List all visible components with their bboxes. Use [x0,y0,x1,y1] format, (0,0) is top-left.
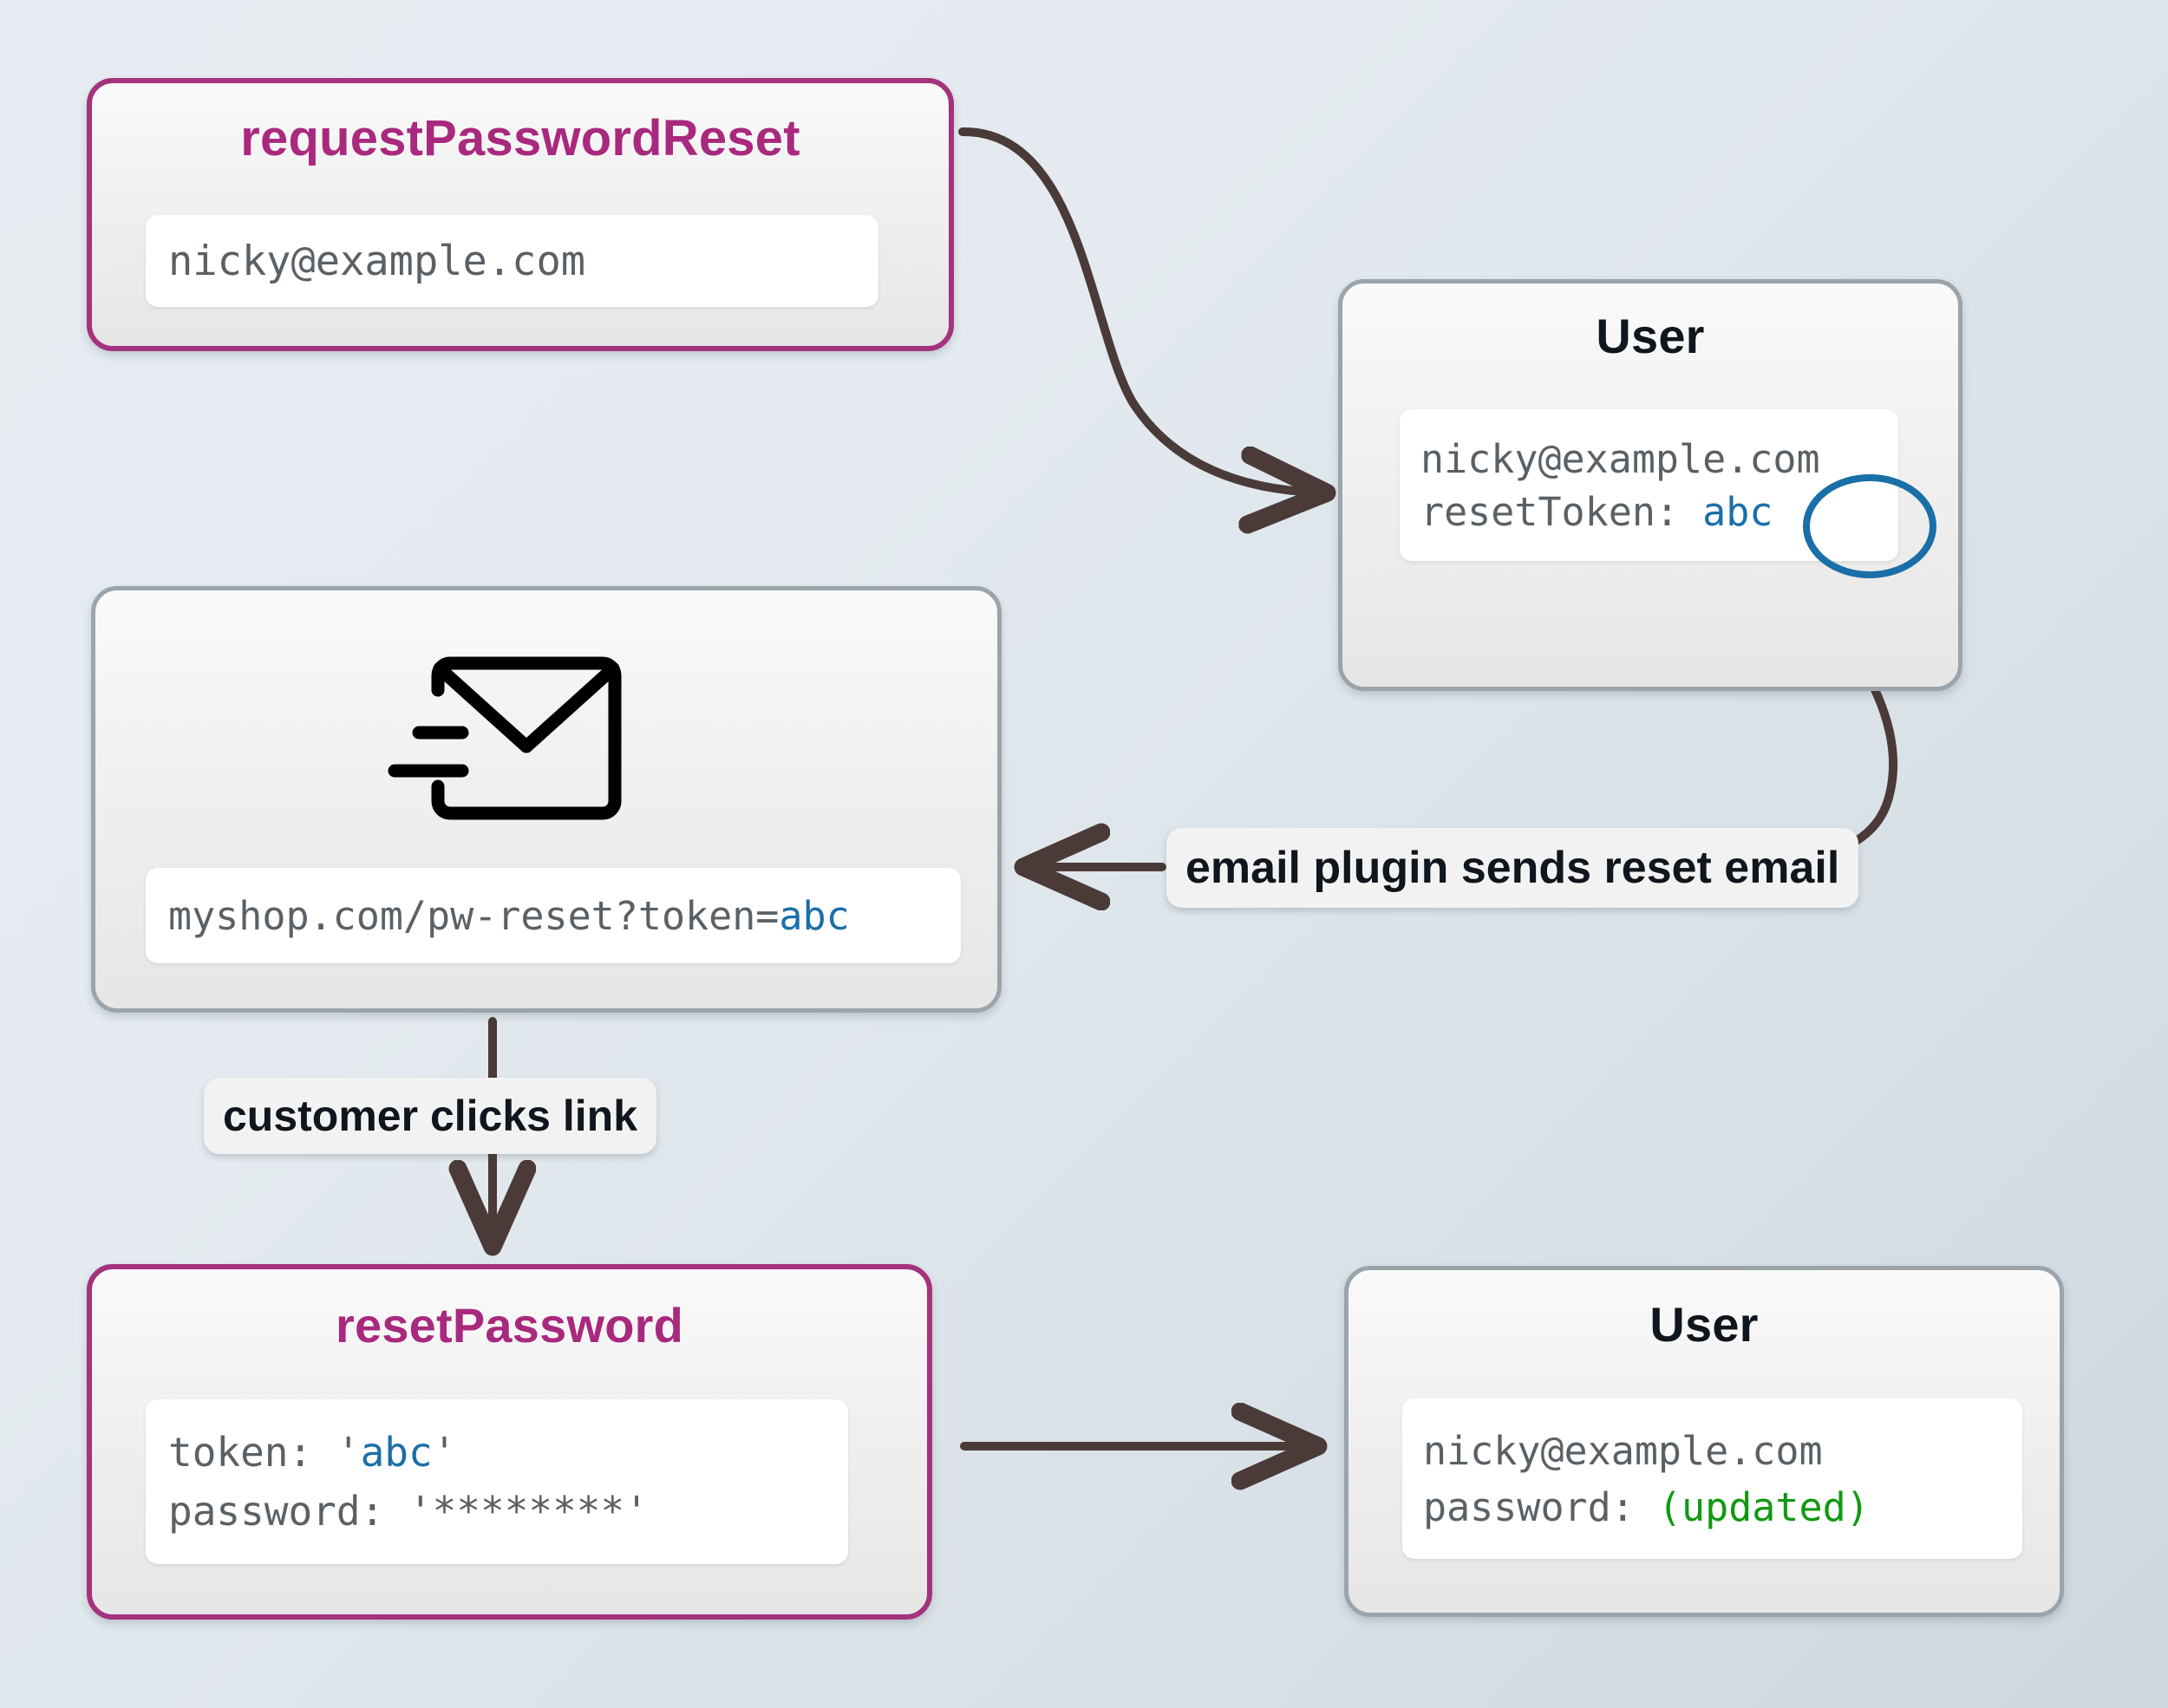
user-bottom-fields: nicky@example.com password: (updated) [1402,1398,2022,1559]
request-email-field: nicky@example.com [146,215,878,307]
user-top-token-row: resetToken: abc [1420,489,1898,535]
user-top-email: nicky@example.com [1420,435,1820,482]
card-reset-email[interactable]: myshop.com/pw-reset?token=abc [91,586,1002,1013]
label-email-plugin-text: email plugin sends reset email [1185,843,1840,893]
card-title-user-top: User [1596,309,1705,363]
card-user-bottom[interactable]: User nicky@example.com password: (update… [1344,1266,2064,1617]
reset-password-row: password: '********' [168,1488,649,1535]
card-title-reset-password: resetPassword [335,1298,684,1353]
card-title-request-password-reset: requestPasswordReset [240,110,800,166]
arrow-request-to-user [958,127,1318,492]
reset-link-field: myshop.com/pw-reset?token=abc [146,868,961,963]
label-customer-clicks-link: customer clicks link [204,1078,657,1154]
card-user-top[interactable]: User nicky@example.com resetToken: abc [1338,279,1962,691]
reset-token-quote-close: ' [432,1429,457,1476]
user-bottom-password-row: password: (updated) [1423,1484,2022,1530]
reset-link-token: abc [779,892,850,939]
reset-token-row: token: 'abc' [168,1429,848,1476]
reset-link-prefix: myshop.com/pw-reset?token= [168,892,780,939]
label-customer-clicks-link-text: customer clicks link [223,1092,638,1140]
card-title-user-bottom: User [1649,1297,1759,1352]
request-email-value: nicky@example.com [168,237,586,285]
user-bottom-email: nicky@example.com [1423,1427,1823,1474]
user-bottom-password-label: password: [1423,1483,1658,1530]
user-top-token-value: abc [1702,488,1773,535]
label-email-plugin-sends-reset-email: email plugin sends reset email [1166,828,1859,908]
user-top-token-label: resetToken: [1420,488,1680,535]
reset-link-row: myshop.com/pw-reset?token=abc [168,893,961,939]
envelope-send-icon [388,656,622,820]
reset-token-quote-open: ' [336,1429,361,1476]
reset-password-fields: token: 'abc' password: '********' [146,1399,848,1564]
user-bottom-password-value: (updated) [1657,1483,1870,1530]
token-highlight-circle-icon [1803,474,1936,578]
card-reset-password[interactable]: resetPassword token: 'abc' password: '**… [87,1264,932,1620]
user-top-token-spacer [1679,489,1702,535]
card-request-password-reset[interactable]: requestPasswordReset nicky@example.com [87,78,954,351]
user-top-fields: nicky@example.com resetToken: abc [1400,409,1898,561]
reset-token-label: token: [168,1429,336,1476]
reset-token-value: abc [360,1429,433,1476]
